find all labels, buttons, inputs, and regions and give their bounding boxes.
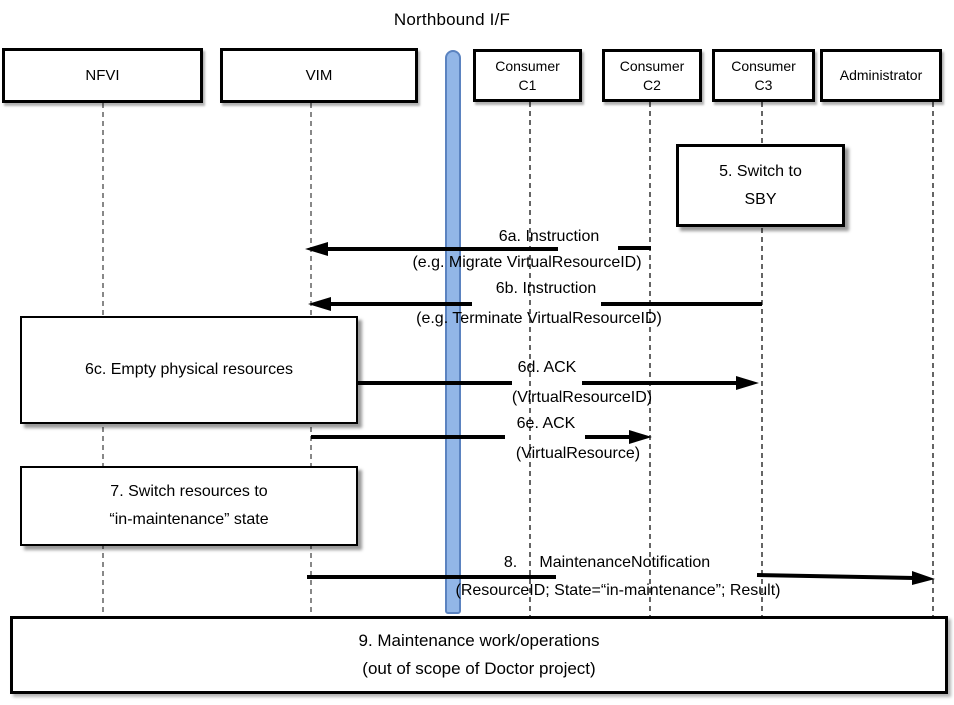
message-6b-label: 6b. Instruction bbox=[495, 280, 597, 297]
actor-label: C1 bbox=[518, 76, 537, 93]
actor-box-consumer-c2: Consumer C2 bbox=[602, 49, 702, 102]
actor-label: NFVI bbox=[85, 66, 120, 84]
arrow-8-maintenance-notification bbox=[307, 571, 935, 585]
actor-label: Consumer bbox=[495, 57, 560, 74]
note-9-maintenance-work: 9. Maintenance work/operations (out of s… bbox=[10, 616, 948, 694]
message-8-label: 8. MaintenanceNotification bbox=[503, 554, 711, 571]
message-6a-detail: (e.g. Migrate VirtualResourceID) bbox=[412, 254, 642, 271]
message-6a-label: 6a. Instruction bbox=[498, 228, 600, 245]
activation-bar-northbound-if bbox=[445, 50, 461, 614]
actor-box-consumer-c1: Consumer C1 bbox=[473, 49, 582, 102]
note-line: 6c. Empty physical resources bbox=[84, 361, 294, 378]
page-title: Northbound I/F bbox=[393, 10, 511, 29]
note-line: (out of scope of Doctor project) bbox=[362, 659, 596, 678]
message-6e-detail: (VirtualResource) bbox=[515, 445, 641, 462]
note-line: “in-maintenance” state bbox=[109, 511, 269, 528]
arrow-6e-ack bbox=[311, 430, 652, 444]
actor-label: C2 bbox=[643, 76, 661, 93]
message-8-detail: (ResourceID; State=“in-maintenance”; Res… bbox=[455, 582, 781, 599]
message-6d-label: 6d. ACK bbox=[517, 359, 577, 376]
actor-box-nfvi: NFVI bbox=[2, 48, 203, 103]
note-line: 7. Switch resources to bbox=[110, 483, 268, 500]
note-line: 5. Switch to bbox=[719, 162, 802, 180]
actor-label: Consumer bbox=[619, 57, 685, 74]
arrow-6b-instruction bbox=[308, 297, 762, 311]
message-6e-label: 6e. ACK bbox=[516, 415, 576, 432]
actor-label: VIM bbox=[305, 66, 333, 84]
arrow-6d-ack bbox=[358, 376, 759, 390]
note-6c-empty-physical-resources: 6c. Empty physical resources bbox=[20, 316, 358, 424]
note-line: 9. Maintenance work/operations bbox=[358, 631, 600, 650]
actor-label: Administrator bbox=[839, 67, 923, 83]
note-7-switch-resources: 7. Switch resources to “in-maintenance” … bbox=[20, 466, 358, 546]
note-line: SBY bbox=[744, 190, 777, 208]
actor-box-vim: VIM bbox=[220, 48, 418, 103]
arrow-6a-instruction bbox=[305, 242, 651, 256]
message-6d-detail: (VirtualResourceID) bbox=[511, 389, 653, 406]
message-6b-detail: (e.g. Terminate VirtualResourceID) bbox=[416, 310, 662, 327]
actor-box-consumer-c3: Consumer C3 bbox=[712, 49, 815, 102]
actor-label: C3 bbox=[754, 76, 773, 93]
note-5-switch-to-sby: 5. Switch to SBY bbox=[676, 144, 845, 227]
actor-box-administrator: Administrator bbox=[820, 49, 942, 102]
actor-label: Consumer bbox=[731, 57, 796, 74]
